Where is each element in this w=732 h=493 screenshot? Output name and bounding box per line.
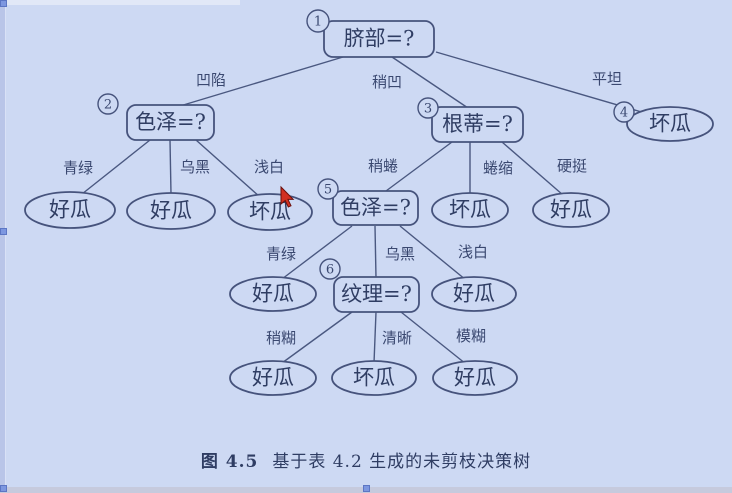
tree-node-label-l6: 好瓜 <box>252 282 294 306</box>
tree-edge-n6-l9 <box>373 311 377 364</box>
node-number-badge-n4 <box>613 101 635 123</box>
edge-label-n2-l3: 浅白 <box>254 158 284 176</box>
page-left-edge <box>0 0 6 493</box>
tree-edge-n1-n4 <box>435 51 646 114</box>
edge-label-n6-l10: 模糊 <box>456 327 486 345</box>
tree-node-label-l3: 坏瓜 <box>249 200 291 224</box>
tree-node-l2 <box>126 192 216 230</box>
node-number-badge-n1 <box>306 9 330 33</box>
tree-node-l7 <box>431 276 517 312</box>
tree-node-label-l2: 好瓜 <box>150 199 192 223</box>
node-number-n2: 2 <box>104 98 112 113</box>
tree-edge-n2-l1 <box>81 139 151 195</box>
tree-edge-n6-l10 <box>400 311 467 365</box>
tree-node-l8 <box>229 360 317 396</box>
edge-label-n3-l4: 蜷缩 <box>483 159 513 177</box>
tree-node-l10 <box>432 360 518 396</box>
node-number-n5: 5 <box>324 183 332 198</box>
tree-node-label-n6: 纹理=? <box>341 282 412 306</box>
tree-node-l1 <box>24 191 116 229</box>
tree-node-n4 <box>626 106 714 142</box>
node-number-badge-n6 <box>319 258 341 280</box>
node-number-n4: 4 <box>620 106 628 121</box>
edge-label-n3-l5: 硬挺 <box>557 157 587 175</box>
tree-edge-n5-l7 <box>399 225 467 281</box>
selection-handle-top-left[interactable] <box>0 0 7 7</box>
node-number-badge-n5 <box>317 178 339 200</box>
tree-node-label-l9: 坏瓜 <box>353 366 395 390</box>
edge-label-n1-n4: 平坦 <box>592 70 622 88</box>
tree-node-label-n2: 色泽=? <box>135 110 206 134</box>
tree-node-n1 <box>323 20 435 58</box>
tree-node-label-l7: 好瓜 <box>453 282 495 306</box>
selection-handle-bottom-middle[interactable] <box>363 485 370 492</box>
selection-handle-left-middle[interactable] <box>0 228 7 235</box>
tree-edge-n2-l2 <box>169 139 172 195</box>
edge-label-n3-n5: 稍蜷 <box>368 157 398 175</box>
tree-edge-n2-l3 <box>195 139 261 198</box>
edge-label-n6-l9: 清晰 <box>382 329 412 347</box>
node-number-n1: 1 <box>314 15 322 30</box>
tree-edge-n3-n5 <box>385 141 453 192</box>
figure-caption-text: 基于表 4.2 生成的未剪枝决策树 <box>272 452 532 472</box>
tree-node-label-l5: 好瓜 <box>550 198 592 222</box>
tree-edge-n1-n3 <box>391 56 469 109</box>
tree-edge-n6-l8 <box>281 311 353 364</box>
edge-label-n5-l6: 青绿 <box>266 245 296 263</box>
edge-label-n5-l7: 浅白 <box>458 243 488 261</box>
edge-label-n2-l2: 乌黑 <box>180 158 210 176</box>
tree-node-l4 <box>431 192 509 228</box>
figure-caption-number: 图 4.5 <box>200 452 259 472</box>
tree-node-label-n5: 色泽=? <box>340 196 411 220</box>
tree-node-label-l10: 好瓜 <box>454 366 496 390</box>
tree-node-l6 <box>229 276 317 312</box>
node-number-n6: 6 <box>326 263 334 278</box>
tree-node-label-l8: 好瓜 <box>252 366 294 390</box>
node-number-badge-n3 <box>417 97 439 119</box>
tree-node-label-n3: 根蒂=? <box>442 112 513 136</box>
edge-label-n1-n3: 稍凹 <box>372 73 402 91</box>
edge-label-n5-n6: 乌黑 <box>385 245 415 263</box>
tree-edge-n1-n2 <box>179 56 344 107</box>
tree-node-n5 <box>332 190 419 226</box>
tree-node-l5 <box>532 192 610 228</box>
tree-node-n6 <box>333 276 420 313</box>
node-number-badge-n2 <box>97 93 119 115</box>
tree-node-n3 <box>431 106 524 143</box>
edge-label-n6-l8: 稍糊 <box>266 329 296 347</box>
tree-node-n2 <box>126 104 215 141</box>
tree-edge-n5-n6 <box>374 225 377 279</box>
page-top-highlight <box>0 0 240 5</box>
tree-node-label-n1: 脐部=? <box>344 27 415 51</box>
tree-node-label-l1: 好瓜 <box>49 198 91 222</box>
edge-label-n1-n2: 凹陷 <box>196 71 226 89</box>
tree-node-label-l4: 坏瓜 <box>449 198 491 222</box>
tree-node-l9 <box>331 360 417 396</box>
figure-caption: 图 4.5 基于表 4.2 生成的未剪枝决策树 <box>0 447 732 472</box>
node-number-n3: 3 <box>424 102 432 117</box>
decision-tree-svg: 凹陷稍凹平坦青绿乌黑浅白稍蜷蜷缩硬挺青绿乌黑浅白稍糊清晰模糊脐部=?1色泽=?2… <box>24 9 714 396</box>
tree-edge-n3-l5 <box>501 141 564 196</box>
tree-node-label-n4: 坏瓜 <box>649 112 691 136</box>
edge-label-n2-l1: 青绿 <box>63 159 93 177</box>
selection-handle-bottom-left[interactable] <box>0 485 7 492</box>
tree-edge-n5-l6 <box>281 225 353 280</box>
